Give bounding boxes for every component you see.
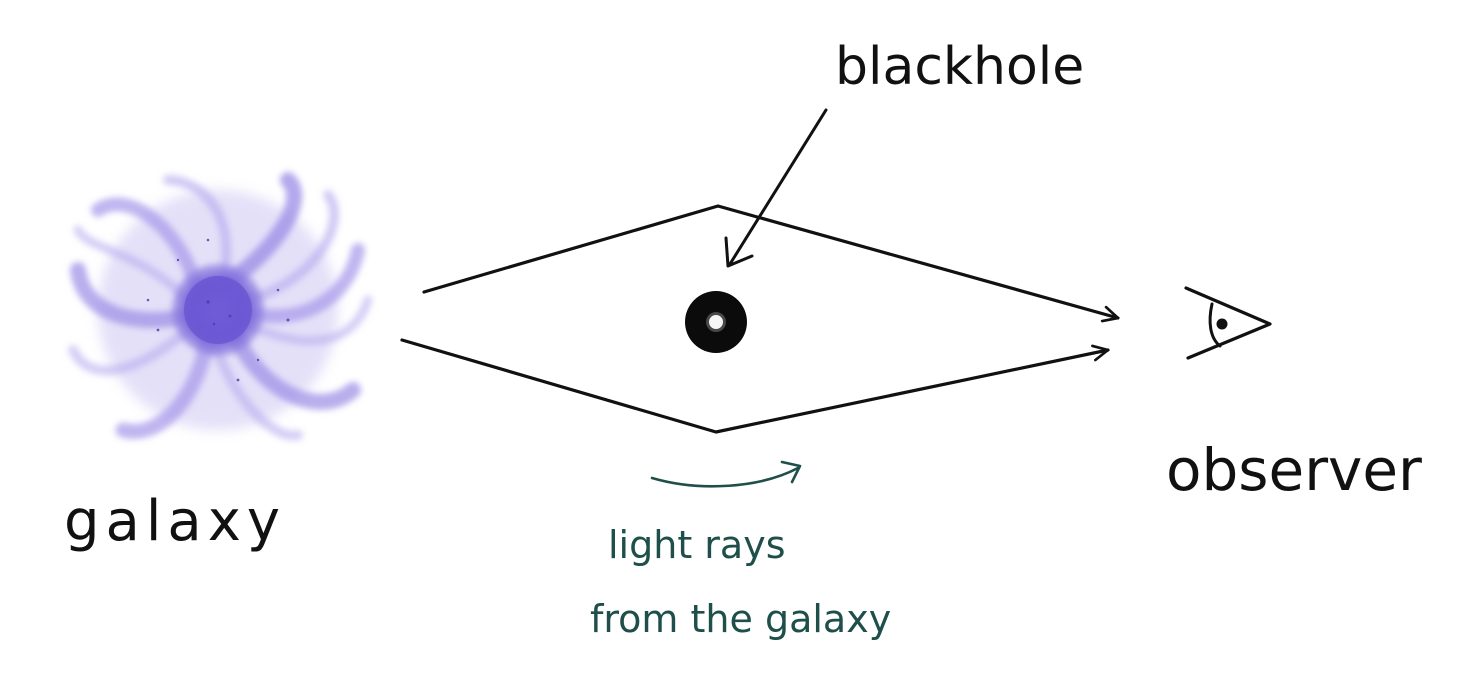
black-hole-icon bbox=[685, 291, 747, 353]
eye-icon bbox=[1184, 286, 1272, 360]
blackhole-pointer-arrow bbox=[724, 108, 828, 268]
spiral-galaxy-icon bbox=[68, 172, 373, 441]
observer-label: observer bbox=[1166, 436, 1422, 504]
upper-light-ray bbox=[422, 204, 1120, 323]
light-rays-label-line2: from the galaxy bbox=[590, 597, 891, 641]
light-rays bbox=[400, 204, 1120, 434]
galaxy-label: galaxy bbox=[64, 489, 286, 554]
light-rays-label-line1: light rays bbox=[608, 523, 786, 567]
light-rays-direction-arrow bbox=[650, 460, 802, 488]
blackhole-label: blackhole bbox=[835, 37, 1084, 97]
lower-light-ray bbox=[400, 338, 1110, 434]
